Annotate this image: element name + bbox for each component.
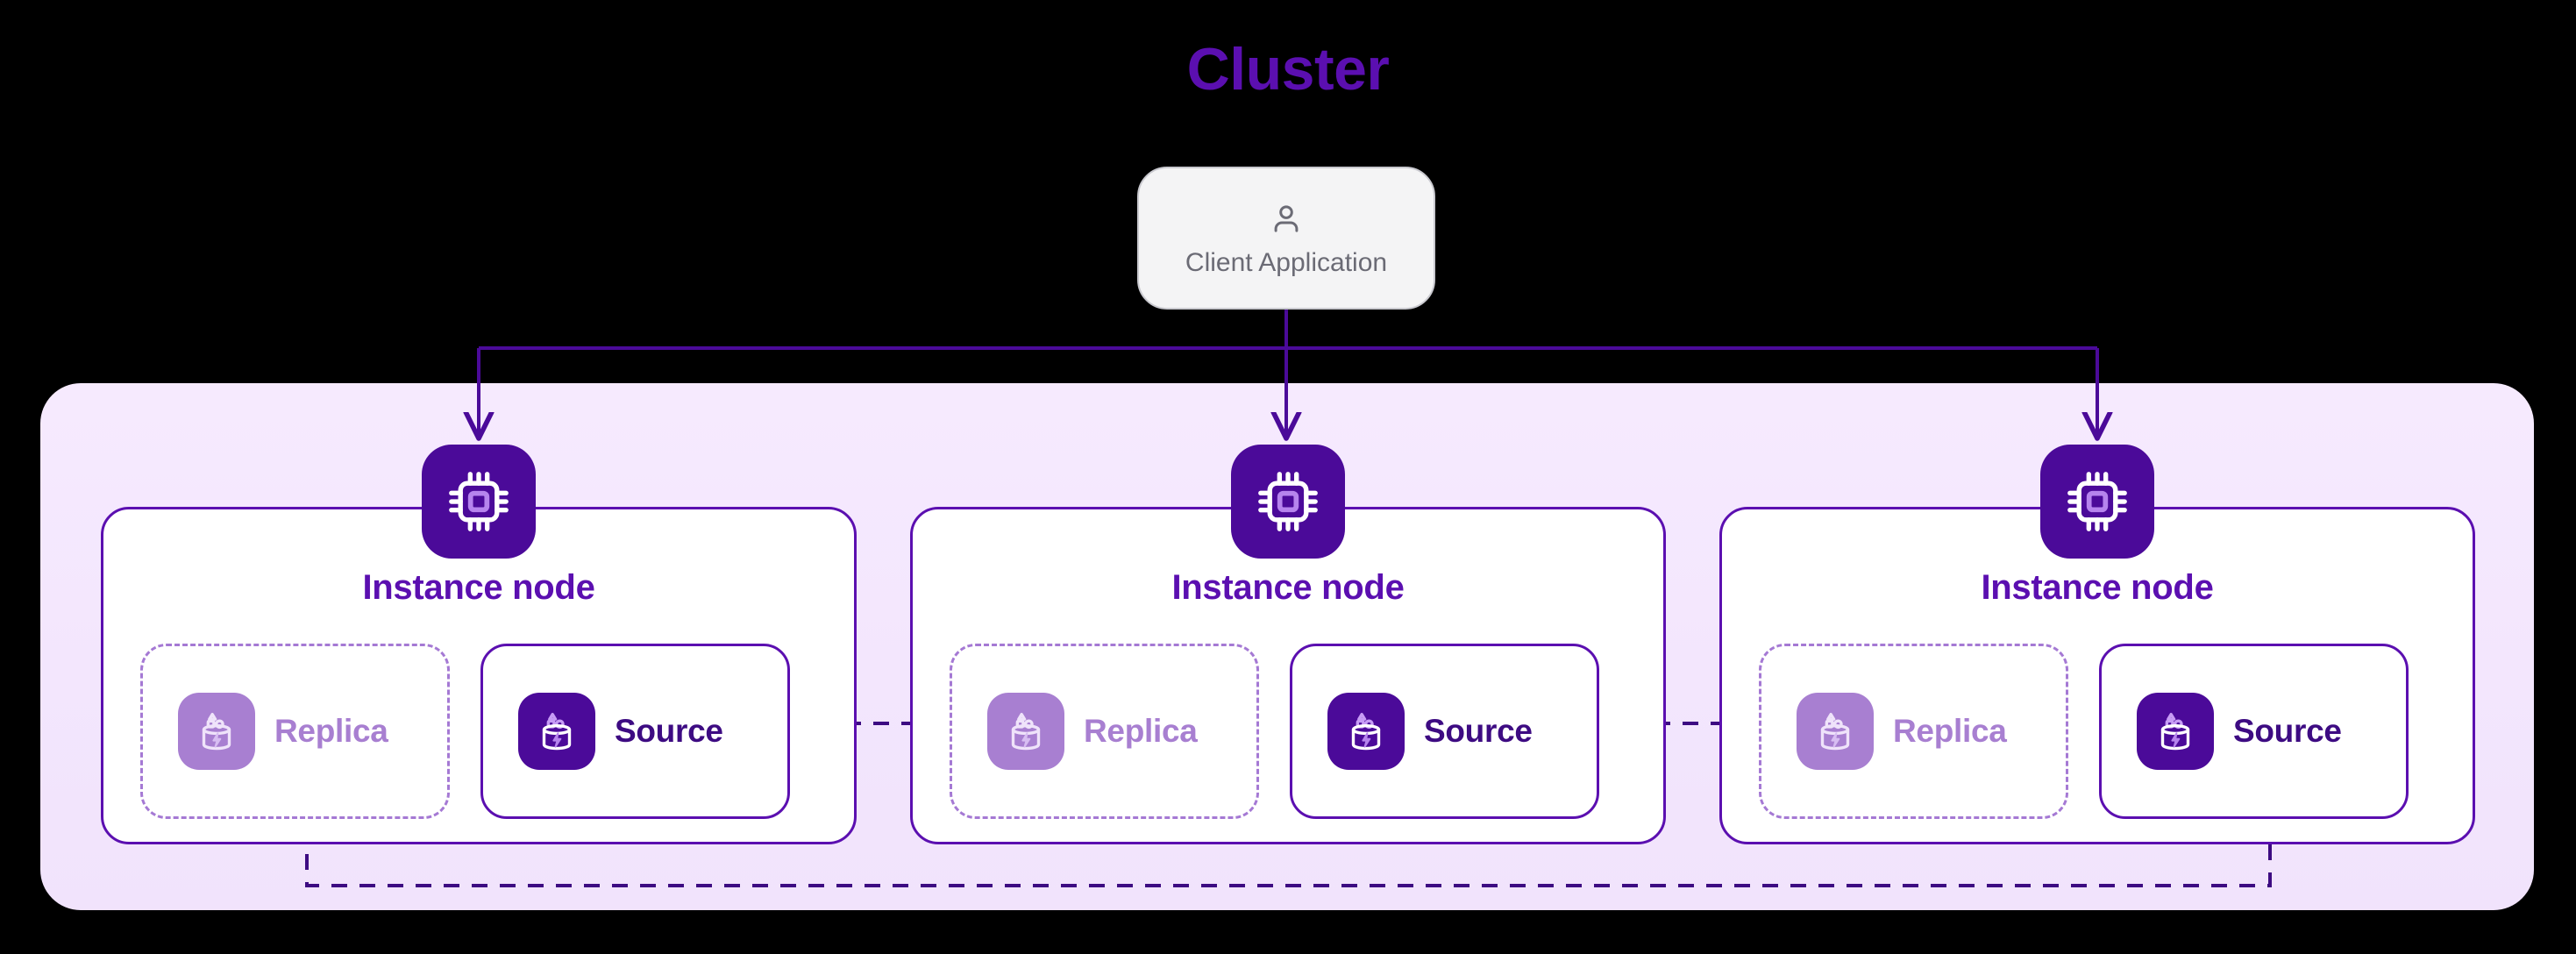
replica-slot-3[interactable]: Replica bbox=[1759, 644, 2068, 819]
instance-node-card-2[interactable]: Instance node Replica bbox=[910, 445, 1666, 844]
database-replica-icon bbox=[178, 693, 255, 770]
instance-node-title-1: Instance node bbox=[362, 568, 595, 607]
source-slot-1[interactable]: Source bbox=[480, 644, 790, 819]
client-application-label: Client Application bbox=[1185, 247, 1388, 277]
source-slot-3[interactable]: Source bbox=[2099, 644, 2409, 819]
client-application-card[interactable]: Client Application bbox=[1137, 167, 1435, 310]
database-source-icon bbox=[2137, 693, 2214, 770]
database-source-icon bbox=[1327, 693, 1405, 770]
instance-node-card-3[interactable]: Instance node Replica bbox=[1719, 445, 2475, 844]
replica-label-2: Replica bbox=[1084, 713, 1198, 749]
replica-slot-1[interactable]: Replica bbox=[140, 644, 450, 819]
instance-node-title-3: Instance node bbox=[1981, 568, 2214, 607]
instance-node-card-1[interactable]: Instance node Replica bbox=[101, 445, 857, 844]
cpu-chip-icon bbox=[1231, 445, 1345, 559]
user-icon bbox=[1268, 201, 1305, 238]
replica-slot-2[interactable]: Replica bbox=[950, 644, 1259, 819]
cpu-chip-icon bbox=[422, 445, 536, 559]
replica-label-1: Replica bbox=[274, 713, 388, 749]
replica-label-3: Replica bbox=[1893, 713, 2007, 749]
page-title: Cluster bbox=[1186, 36, 1390, 103]
instance-node-title-2: Instance node bbox=[1171, 568, 1405, 607]
database-source-icon bbox=[518, 693, 595, 770]
database-replica-icon bbox=[1797, 693, 1874, 770]
source-slot-2[interactable]: Source bbox=[1290, 644, 1599, 819]
database-replica-icon bbox=[987, 693, 1064, 770]
cpu-chip-icon bbox=[2040, 445, 2154, 559]
source-label-2: Source bbox=[1424, 713, 1533, 749]
source-label-3: Source bbox=[2233, 713, 2342, 749]
source-label-1: Source bbox=[615, 713, 723, 749]
